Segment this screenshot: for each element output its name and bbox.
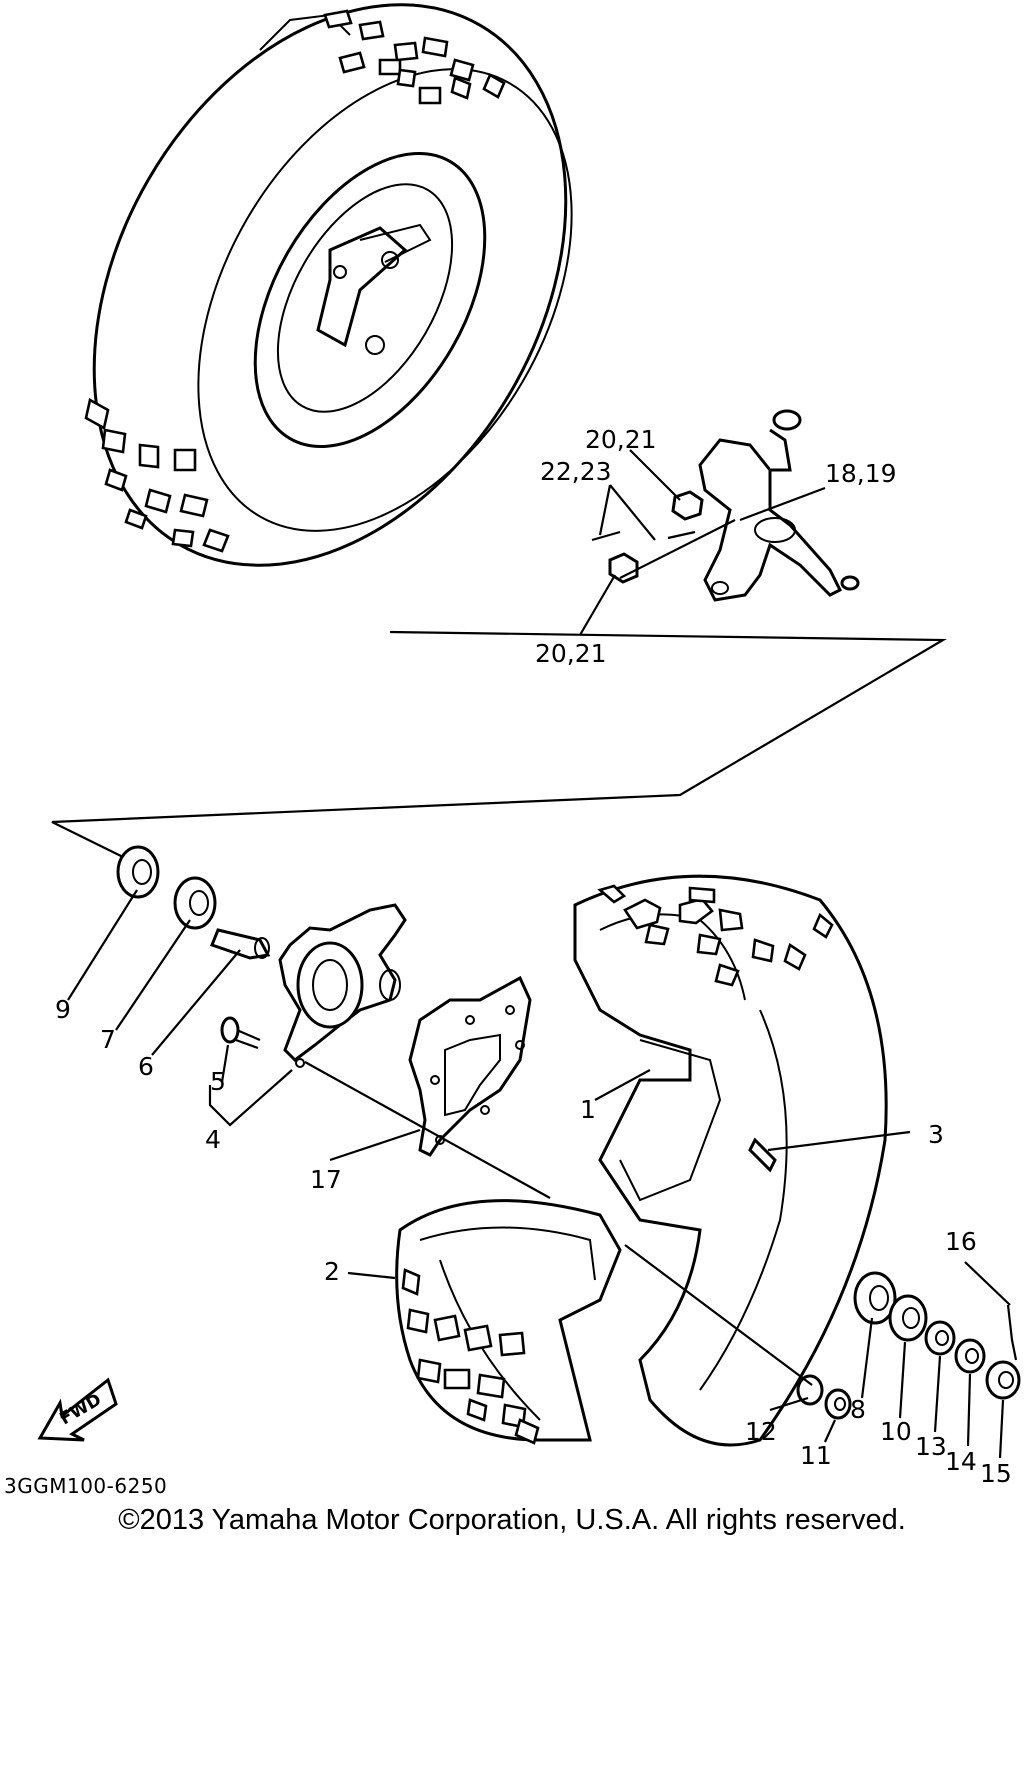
- wheel-hub: [278, 903, 407, 1068]
- callout-12: 12: [745, 1417, 777, 1446]
- callout-16: 16: [945, 1227, 977, 1256]
- callout-20-21-lower: 20,21: [535, 639, 607, 668]
- steering-knuckle: [698, 409, 860, 602]
- stud-bolt-5: [220, 1016, 261, 1050]
- castle-nut-lower: [608, 552, 639, 584]
- leader-lines-upper: [51, 449, 947, 859]
- leader-lines-lower: [67, 889, 1011, 1459]
- spacer-6: [210, 928, 271, 960]
- callout-20-21-upper: 20,21: [585, 425, 657, 454]
- callout-13: 13: [915, 1432, 947, 1461]
- rim-and-tire-half-1: [573, 874, 888, 1447]
- bearing-7: [173, 876, 217, 930]
- bearing-9: [116, 845, 160, 899]
- callout-3: 3: [928, 1120, 944, 1149]
- callout-15: 15: [980, 1459, 1012, 1488]
- fwd-arrow-icon: FWD: [37, 1377, 118, 1442]
- callout-9: 9: [55, 995, 71, 1024]
- callout-7: 7: [100, 1025, 116, 1054]
- callout-8: 8: [850, 1395, 866, 1424]
- reference-code: 3GGM100-6250: [4, 1474, 168, 1498]
- cotter-pins: [591, 530, 696, 542]
- callout-10: 10: [880, 1417, 912, 1446]
- copyright-notice: ©2013 Yamaha Motor Corporation, U.S.A. A…: [118, 1504, 906, 1536]
- callout-22-23: 22,23: [540, 457, 612, 486]
- hardware-8-to-16: [796, 1271, 1021, 1420]
- callout-5: 5: [210, 1067, 226, 1096]
- valve-stem-3: [748, 1137, 777, 1173]
- rim-and-tire-half-2: [395, 1199, 622, 1445]
- brake-disc-gasket-17: [408, 975, 532, 1157]
- callout-18-19: 18,19: [825, 459, 897, 488]
- callout-1: 1: [580, 1095, 596, 1124]
- assembled-front-wheel: [84, 3, 573, 567]
- callout-4: 4: [205, 1125, 221, 1154]
- callout-14: 14: [945, 1447, 977, 1476]
- callout-17: 17: [310, 1165, 342, 1194]
- callout-6: 6: [138, 1052, 154, 1081]
- callout-11: 11: [800, 1441, 832, 1470]
- callout-2: 2: [324, 1257, 340, 1286]
